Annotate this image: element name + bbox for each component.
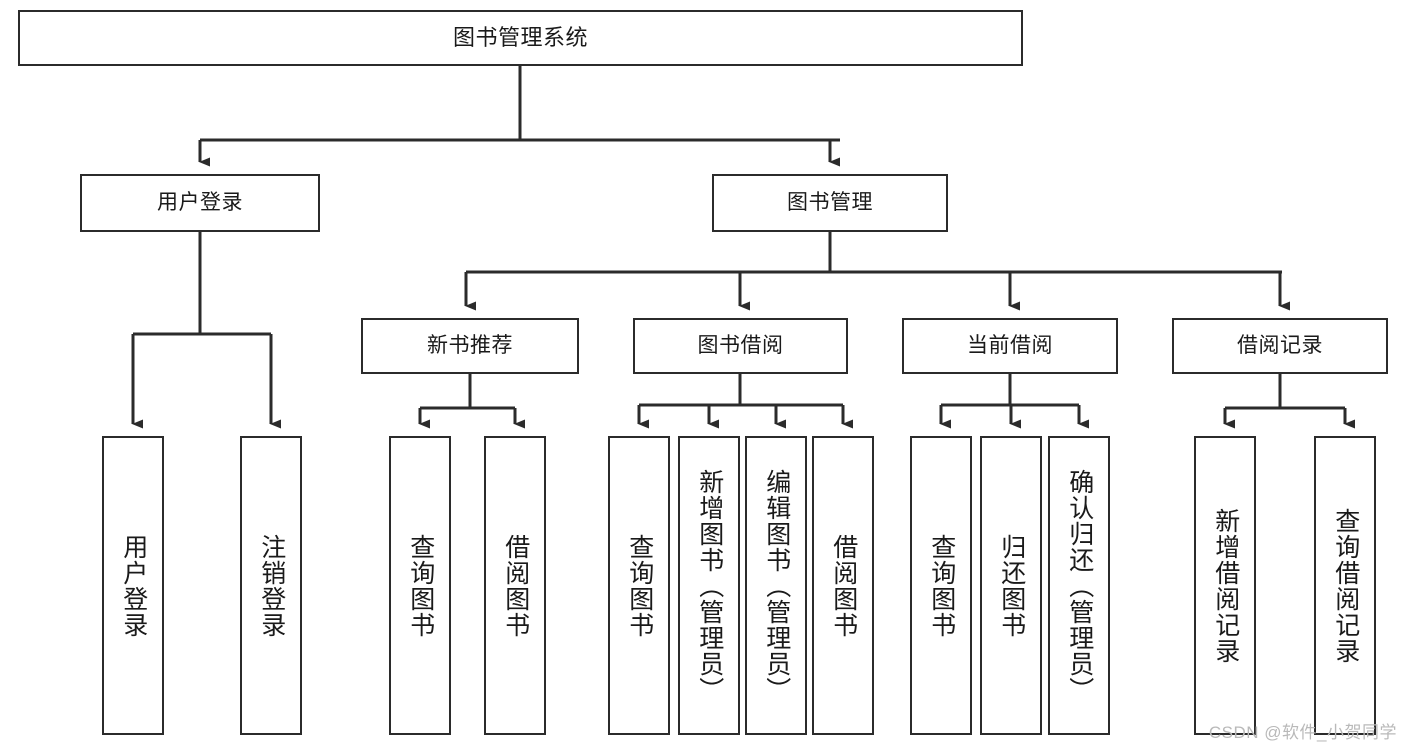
- node-label: 图书管理系统: [452, 24, 588, 50]
- node-root-system[interactable]: 图书管理系统: [18, 10, 1023, 66]
- leaf-confirm-return-admin[interactable]: 确认归还（管理员）: [1048, 436, 1110, 735]
- leaf-query-book-3[interactable]: 查询图书: [910, 436, 972, 735]
- node-label: 归还图书: [997, 533, 1026, 638]
- leaf-add-book-admin[interactable]: 新增图书（管理员）: [678, 436, 740, 735]
- node-label: 查询图书: [927, 533, 956, 638]
- node-label: 图书借阅: [697, 334, 784, 358]
- node-label: 注销登录: [257, 533, 286, 638]
- node-borrow-record[interactable]: 借阅记录: [1172, 318, 1388, 374]
- node-book-manage[interactable]: 图书管理: [712, 174, 948, 232]
- leaf-borrow-book-2[interactable]: 借阅图书: [812, 436, 874, 735]
- node-label: 新增图书（管理员）: [695, 468, 724, 703]
- node-label: 用户登录: [157, 191, 243, 215]
- leaf-return-book[interactable]: 归还图书: [980, 436, 1042, 735]
- leaf-user-login[interactable]: 用户登录: [102, 436, 164, 735]
- leaf-borrow-book-1[interactable]: 借阅图书: [484, 436, 546, 735]
- leaf-query-borrow-record[interactable]: 查询借阅记录: [1314, 436, 1376, 735]
- node-label: 编辑图书（管理员）: [762, 468, 791, 703]
- node-user-login[interactable]: 用户登录: [80, 174, 320, 232]
- node-label: 新增借阅记录: [1211, 507, 1240, 664]
- leaf-add-borrow-record[interactable]: 新增借阅记录: [1194, 436, 1256, 735]
- csdn-watermark: CSDN @软件_小贺同学: [1208, 723, 1397, 742]
- node-label: 查询图书: [625, 533, 654, 638]
- node-label: 借阅图书: [829, 533, 858, 638]
- node-label: 借阅图书: [501, 533, 530, 638]
- node-label: 确认归还（管理员）: [1065, 468, 1094, 703]
- node-label: 查询借阅记录: [1331, 507, 1360, 664]
- node-label: 查询图书: [406, 533, 435, 638]
- node-label: 用户登录: [119, 533, 148, 638]
- leaf-edit-book-admin[interactable]: 编辑图书（管理员）: [745, 436, 807, 735]
- node-label: 图书管理: [787, 191, 873, 215]
- leaf-logout-login[interactable]: 注销登录: [240, 436, 302, 735]
- node-label: 借阅记录: [1237, 334, 1323, 358]
- node-label: 当前借阅: [967, 334, 1053, 358]
- node-new-book-recommend[interactable]: 新书推荐: [361, 318, 579, 374]
- node-current-borrow[interactable]: 当前借阅: [902, 318, 1118, 374]
- leaf-query-book-2[interactable]: 查询图书: [608, 436, 670, 735]
- node-label: 新书推荐: [427, 334, 513, 358]
- leaf-query-book-1[interactable]: 查询图书: [389, 436, 451, 735]
- node-book-borrow[interactable]: 图书借阅: [633, 318, 848, 374]
